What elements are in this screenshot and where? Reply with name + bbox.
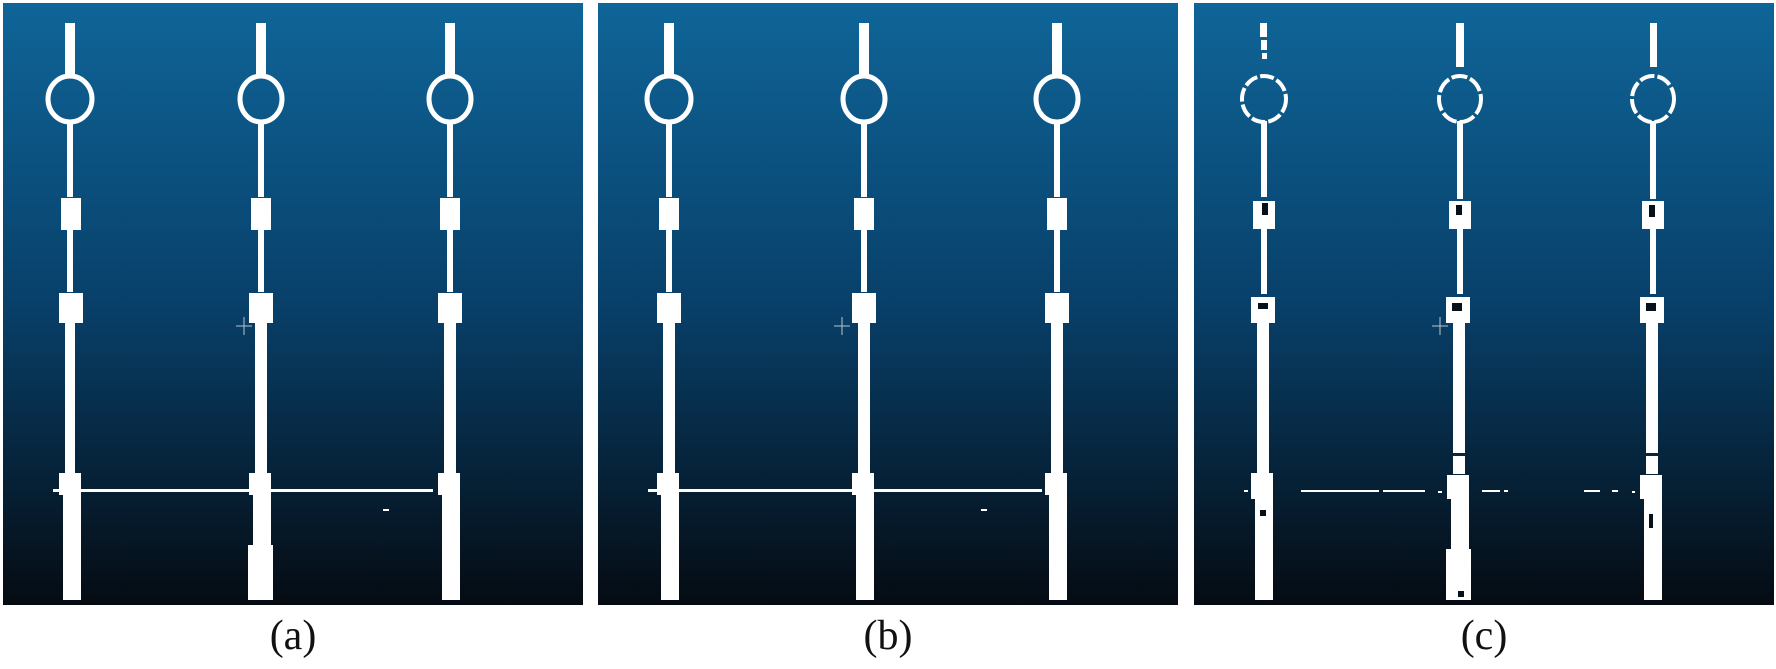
cursor-crosshair-icon — [834, 317, 850, 335]
pylon-1 — [45, 23, 95, 600]
point-cloud-c — [1194, 3, 1774, 605]
pylon-2 — [840, 23, 888, 600]
cursor-crosshair-icon — [1432, 317, 1448, 335]
point-cloud-a — [3, 3, 583, 605]
pylon-2 — [237, 23, 285, 600]
caption-a: (a) — [269, 613, 317, 659]
panel-a-image — [3, 3, 583, 605]
caption-b: (b) — [863, 613, 913, 659]
cursor-crosshair-icon — [236, 317, 252, 335]
crossbar-1 — [648, 489, 853, 492]
caption-c: (c) — [1460, 613, 1508, 659]
crossbar-1 — [53, 489, 253, 492]
panel-c-image — [1194, 3, 1774, 605]
crossbar-2 — [271, 489, 433, 492]
point-cloud-b — [598, 3, 1178, 605]
pylon-3 — [1033, 23, 1081, 600]
crossbar-2 — [874, 489, 1042, 492]
pylon-1 — [644, 23, 694, 600]
crossbar-fragments — [1244, 490, 1635, 493]
panel-b-image — [598, 3, 1178, 605]
occlusion-holes — [1258, 203, 1656, 597]
pylon-3 — [426, 23, 474, 600]
